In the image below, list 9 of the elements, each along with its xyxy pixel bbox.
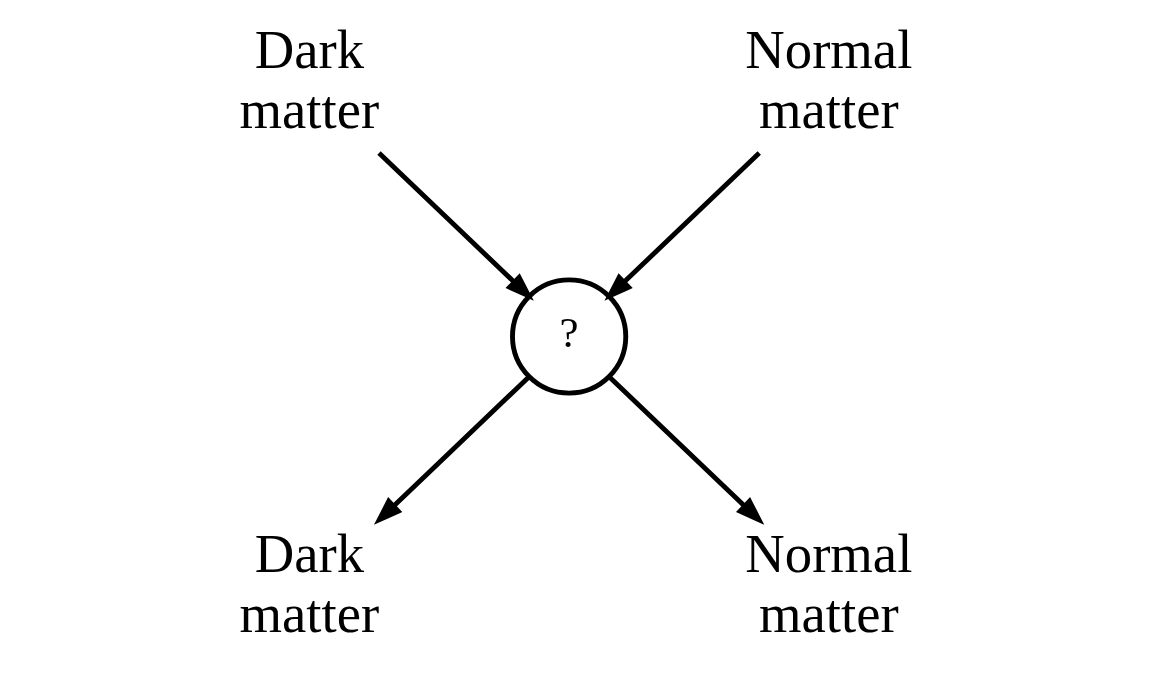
node-text: Dark matter (239, 18, 380, 141)
arrow (604, 151, 761, 301)
node-circle: ? (510, 277, 629, 396)
node-text: Normal matter (745, 18, 913, 141)
arrow (373, 374, 531, 525)
arrow (607, 374, 765, 525)
arrow (377, 151, 534, 301)
node-text: Normal matter (745, 522, 913, 645)
node-text: Dark matter (239, 522, 380, 645)
